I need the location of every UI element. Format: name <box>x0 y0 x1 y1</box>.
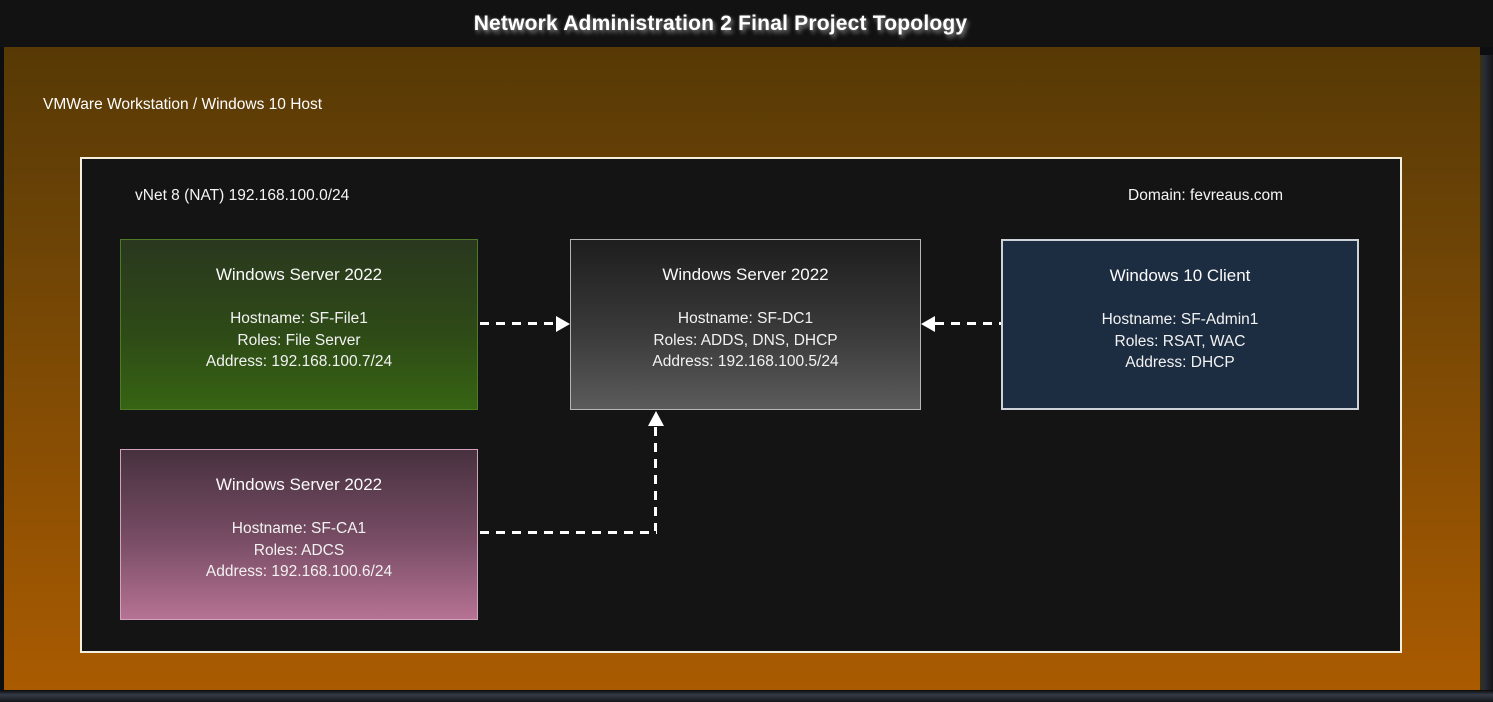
node-certificate-authority: Windows Server 2022 Hostname: SF-CA1 Rol… <box>120 449 478 620</box>
connector-file-to-dc <box>480 322 558 325</box>
node-title: Windows Server 2022 <box>662 265 829 284</box>
panel-right-shadow <box>1480 55 1493 695</box>
node-windows10-client: Windows 10 Client Hostname: SF-Admin1 Ro… <box>1001 239 1359 410</box>
connector-client-to-dc <box>935 322 1001 325</box>
node-domain-controller: Windows Server 2022 Hostname: SF-DC1 Rol… <box>570 239 921 410</box>
node-hostname: Hostname: SF-Admin1 <box>1101 311 1259 328</box>
node-roles: Roles: ADCS <box>253 541 345 559</box>
node-address: Address: 192.168.100.5/24 <box>652 353 839 370</box>
node-file-server: Windows Server 2022 Hostname: SF-File1 R… <box>120 239 478 410</box>
node-roles: Roles: ADDS, DNS, DHCP <box>653 331 838 349</box>
node-roles: Roles: RSAT, WAC <box>1114 332 1246 350</box>
arrowhead-left-icon <box>921 316 935 332</box>
arrowhead-right-icon <box>556 316 570 332</box>
connector-ca-to-dc-vertical <box>654 427 657 531</box>
page-title: Network Administration 2 Final Project T… <box>473 11 968 35</box>
node-hostname: Hostname: SF-File1 <box>230 310 368 327</box>
node-title: Windows 10 Client <box>1109 266 1251 285</box>
node-roles: Roles: File Server <box>237 331 361 349</box>
node-address: Address: 192.168.100.6/24 <box>205 563 393 580</box>
node-address: Address: 192.168.100.7/24 <box>205 353 393 370</box>
node-hostname: Hostname: SF-CA1 <box>231 520 367 537</box>
panel-bottom-shadow <box>0 690 1493 702</box>
node-title: Windows Server 2022 <box>215 475 383 494</box>
domain-label: Domain: fevreaus.com <box>1128 187 1284 204</box>
vnet-label: vNet 8 (NAT) 192.168.100.0/24 <box>135 187 350 204</box>
node-title: Windows Server 2022 <box>215 265 383 284</box>
node-hostname: Hostname: SF-DC1 <box>677 310 814 327</box>
arrowhead-up-icon <box>648 411 664 426</box>
title-bar: Network Administration 2 Final Project T… <box>0 0 1493 47</box>
connector-ca-to-dc-horizontal <box>480 531 657 534</box>
host-label: VMWare Workstation / Windows 10 Host <box>43 96 323 113</box>
node-address: Address: DHCP <box>1125 354 1235 371</box>
